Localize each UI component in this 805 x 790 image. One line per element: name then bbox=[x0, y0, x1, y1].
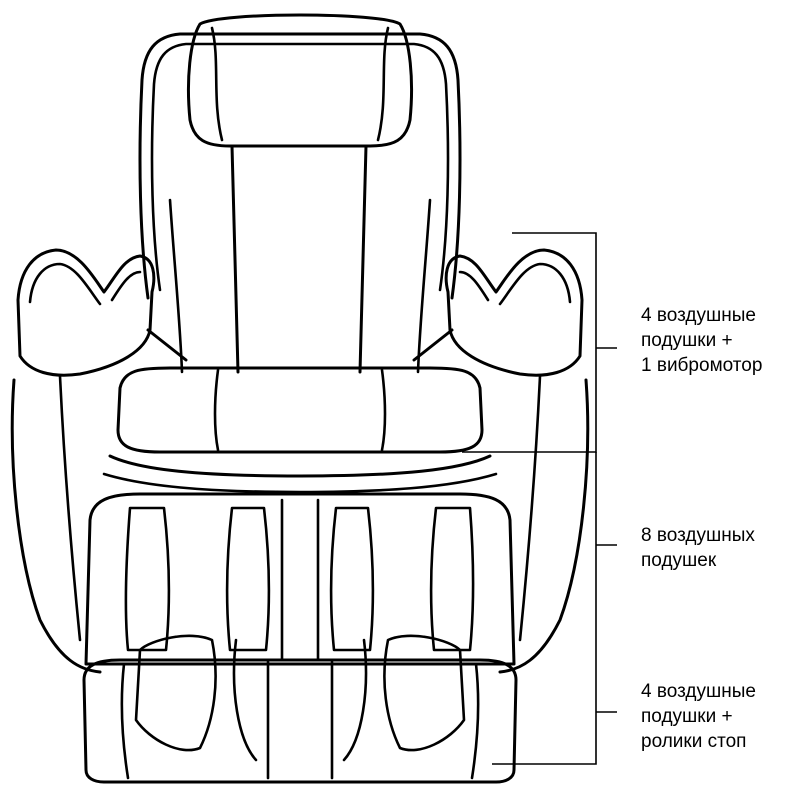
leader-legs-feet bbox=[492, 452, 596, 764]
leg-rest bbox=[86, 494, 514, 664]
foot-rest bbox=[84, 636, 516, 782]
callout-arms: 4 воздушные подушки + 1 вибромотор bbox=[641, 303, 762, 378]
right-armrest bbox=[414, 250, 588, 672]
callout-feet-line-2: подушки + bbox=[641, 704, 756, 729]
callout-arms-line-1: 4 воздушные bbox=[641, 303, 762, 328]
seat-cushion bbox=[104, 368, 496, 492]
callout-feet-line-3: ролики стоп bbox=[641, 729, 756, 754]
callout-legs: 8 воздушных подушек bbox=[641, 523, 755, 573]
left-armrest bbox=[12, 250, 186, 672]
callout-legs-line-2: подушек bbox=[641, 548, 755, 573]
callout-arms-line-3: 1 вибромотор bbox=[641, 353, 762, 378]
chair-backrest bbox=[140, 15, 460, 372]
callout-leader-lines bbox=[462, 233, 617, 764]
callout-feet: 4 воздушные подушки + ролики стоп bbox=[641, 679, 756, 754]
callout-feet-line-1: 4 воздушные bbox=[641, 679, 756, 704]
callout-arms-line-2: подушки + bbox=[641, 328, 762, 353]
callout-legs-line-1: 8 воздушных bbox=[641, 523, 755, 548]
